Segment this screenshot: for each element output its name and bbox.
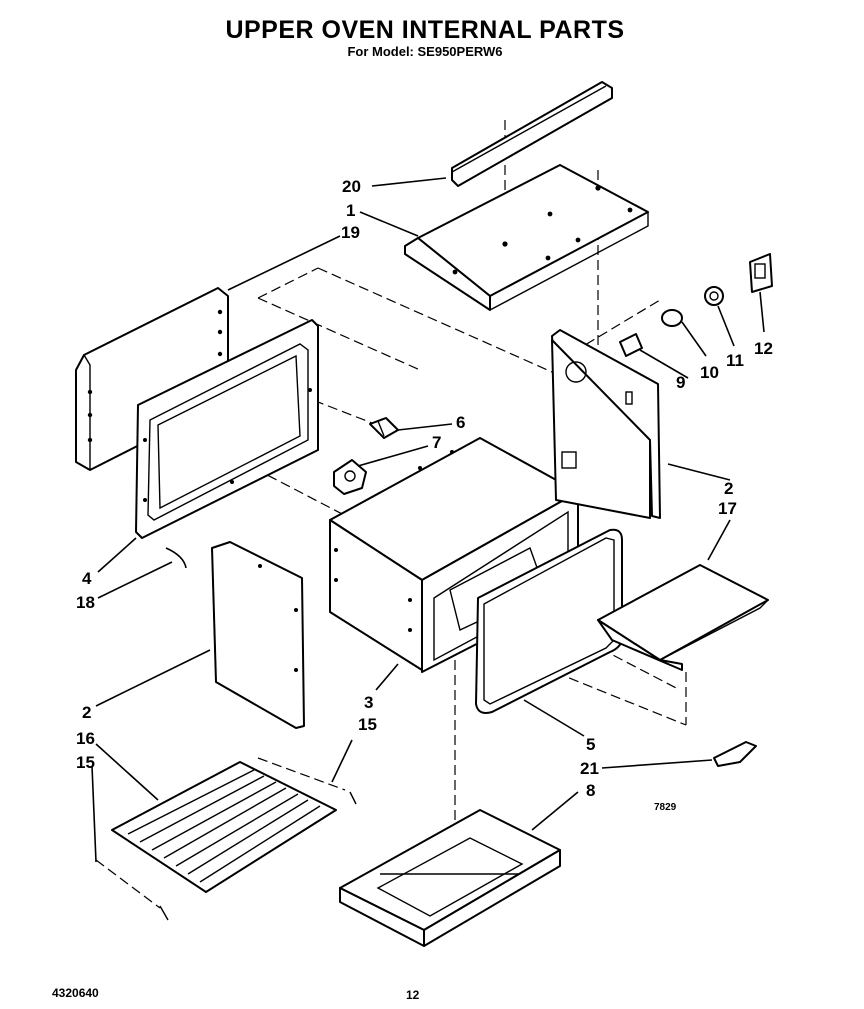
callout-19: 19 [341, 223, 360, 242]
callout-5: 5 [586, 735, 595, 754]
part-12-switch [749, 253, 773, 293]
callout-15-lower: 15 [76, 753, 95, 772]
part-2-right-panel [551, 329, 661, 519]
part-7-bracket [333, 459, 367, 495]
callout-2-left: 2 [82, 703, 91, 722]
callout-20: 20 [342, 177, 361, 196]
part-9-socket [619, 333, 643, 357]
callout-17: 17 [718, 499, 737, 518]
part-20-trim-strip [451, 81, 613, 187]
part-8-pan [339, 809, 561, 947]
callout-labels: 20 1 19 6 7 9 10 11 12 2 17 4 18 2 3 15 … [76, 177, 773, 813]
part-10-bulb [661, 309, 683, 327]
callout-8: 8 [586, 781, 595, 800]
part-17-cover [597, 564, 769, 671]
part-2-left-panel [211, 541, 305, 729]
part-1-top-panel [404, 164, 649, 311]
callout-4: 4 [82, 569, 92, 588]
drawing-code: 7829 [654, 802, 677, 813]
part-11-knob [704, 286, 724, 306]
callout-2-right: 2 [724, 479, 733, 498]
callout-12: 12 [754, 339, 773, 358]
part-4-frame [135, 319, 319, 539]
callout-1: 1 [346, 201, 355, 220]
model-subtitle: For Model: SE950PERW6 [347, 44, 503, 59]
callout-3: 3 [364, 693, 373, 712]
part-21-clip [713, 741, 757, 767]
callout-16: 16 [76, 729, 95, 748]
callout-6: 6 [456, 413, 465, 432]
part-18-wire [165, 547, 187, 569]
callout-18: 18 [76, 593, 95, 612]
page-number: 12 [406, 988, 420, 1002]
callout-15-upper: 15 [358, 715, 377, 734]
doc-number: 4320640 [52, 986, 99, 1000]
page-title: UPPER OVEN INTERNAL PARTS [225, 16, 625, 44]
part-3-oven-liner [329, 437, 579, 673]
callout-9: 9 [676, 373, 685, 392]
leader-lines [91, 177, 765, 863]
part-16-rack [111, 761, 337, 893]
part-15-screw [159, 791, 357, 921]
part-5-gasket [475, 528, 623, 714]
part-6-socket [369, 417, 399, 439]
callout-10: 10 [700, 363, 719, 382]
callout-11: 11 [726, 351, 744, 370]
callout-21: 21 [580, 759, 599, 778]
callout-7: 7 [432, 433, 441, 452]
